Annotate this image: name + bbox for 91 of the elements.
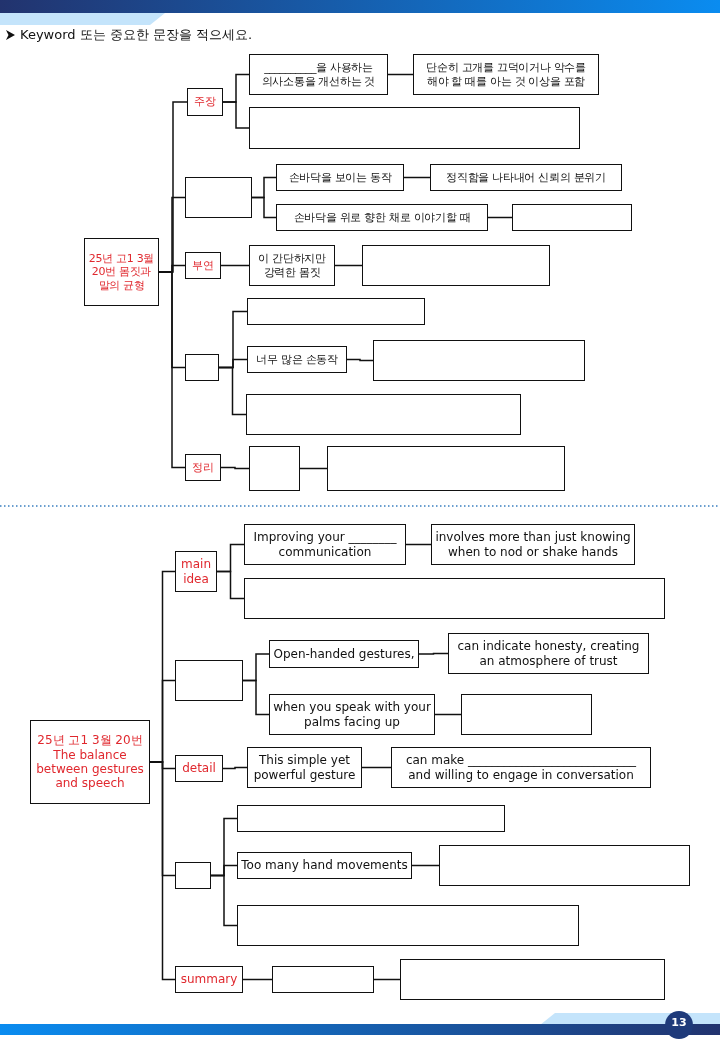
box-text: 주장 bbox=[193, 95, 217, 109]
category-box bbox=[175, 755, 223, 782]
text-box bbox=[247, 346, 347, 373]
box-text: can make ____________________________ and willing to engage in conversation bbox=[404, 753, 638, 782]
connector-line bbox=[411, 864, 440, 867]
category-box bbox=[175, 551, 217, 592]
topic-box bbox=[30, 720, 150, 804]
connector-line bbox=[210, 874, 238, 927]
box-text: 이 간단하지만 강력한 몸짓 bbox=[257, 252, 327, 279]
connector-line bbox=[434, 713, 462, 716]
box-text: can indicate honesty, creating an atmosphere of trust bbox=[456, 639, 641, 668]
text-box bbox=[276, 164, 404, 191]
connector-line bbox=[251, 196, 277, 219]
connector-line bbox=[149, 761, 176, 981]
text-box bbox=[276, 204, 488, 231]
box-text: main idea bbox=[180, 557, 212, 586]
box-text: involves more than just knowing when to nod or shake hands bbox=[434, 530, 632, 559]
answer-box bbox=[439, 845, 690, 886]
box-text: detail bbox=[181, 761, 217, 776]
connector-line bbox=[403, 176, 431, 179]
text-box bbox=[269, 640, 419, 668]
box-text: Too many hand movements bbox=[240, 858, 409, 873]
connector-line bbox=[387, 73, 414, 76]
connector-line bbox=[418, 652, 449, 655]
box-text: 단순히 고개를 끄덕이거나 악수를 해야 할 때를 아는 것 이상을 포함 bbox=[425, 61, 587, 88]
answer-box bbox=[249, 446, 300, 491]
instruction-text: Keyword 또는 중요한 문장을 적으세요. bbox=[20, 26, 253, 44]
text-box bbox=[431, 524, 635, 565]
connector-line bbox=[158, 271, 186, 469]
answer-box bbox=[237, 905, 579, 946]
text-box bbox=[391, 747, 651, 788]
answer-box bbox=[185, 177, 252, 218]
category-box bbox=[185, 252, 221, 279]
connector-line bbox=[220, 264, 250, 267]
connector-line bbox=[222, 101, 250, 129]
connector-line bbox=[334, 264, 363, 267]
box-text: 25년 고1 3월 20번 몸짓과 말의 균형 bbox=[87, 252, 156, 292]
text-box bbox=[247, 747, 362, 788]
answer-box bbox=[272, 966, 374, 993]
answer-box bbox=[185, 354, 219, 381]
answer-box bbox=[400, 959, 665, 1000]
connector-line bbox=[218, 366, 247, 416]
answer-box bbox=[175, 862, 211, 889]
connector-line bbox=[346, 358, 374, 362]
text-box bbox=[448, 633, 649, 674]
answer-box bbox=[362, 245, 550, 286]
box-text: Improving your ________ communication bbox=[252, 530, 398, 559]
box-text: This simple yet powerful gesture bbox=[252, 753, 357, 782]
box-text: 너무 많은 손동작 bbox=[255, 352, 339, 367]
topic-box bbox=[84, 238, 159, 306]
text-box bbox=[430, 164, 622, 191]
text-box bbox=[413, 54, 599, 95]
answer-box bbox=[373, 340, 585, 381]
text-box bbox=[249, 245, 335, 286]
answer-box bbox=[461, 694, 592, 735]
text-box bbox=[244, 524, 406, 565]
box-text: when you speak with your palms facing up bbox=[272, 700, 432, 729]
category-box bbox=[185, 454, 221, 481]
answer-box bbox=[246, 394, 521, 435]
text-box bbox=[249, 54, 388, 95]
page-number: 13 bbox=[670, 1016, 688, 1029]
connector-line bbox=[373, 978, 401, 981]
box-text: 손바닥을 보이는 동작 bbox=[287, 170, 393, 185]
answer-box bbox=[512, 204, 632, 231]
connector-line bbox=[220, 466, 250, 470]
connector-line bbox=[405, 543, 432, 546]
answer-box bbox=[327, 446, 565, 491]
category-box bbox=[175, 966, 243, 993]
connector-line bbox=[299, 467, 328, 470]
category-box bbox=[187, 88, 223, 116]
answer-box bbox=[175, 660, 243, 701]
answer-box bbox=[249, 107, 580, 149]
box-text: 부연 bbox=[191, 258, 215, 273]
answer-box bbox=[247, 298, 425, 325]
connector-line bbox=[361, 766, 392, 769]
box-text: 25년 고1 3월 20번 The balance between gestures and speech bbox=[35, 733, 145, 791]
box-text: 정직함을 나타내어 신뢰의 분위기 bbox=[445, 170, 607, 185]
box-text: __________을 사용하는 의사소통을 개선하는 것 bbox=[260, 61, 377, 88]
text-box bbox=[237, 852, 412, 879]
connector-line bbox=[216, 570, 245, 600]
connector-line bbox=[242, 978, 273, 981]
box-text: Open-handed gestures, bbox=[272, 646, 416, 662]
box-text: 정리 bbox=[191, 460, 215, 475]
connector-line bbox=[242, 679, 270, 716]
connector-line bbox=[222, 766, 248, 770]
answer-box bbox=[237, 805, 505, 832]
box-text: 손바닥을 위로 향한 채로 이야기할 때 bbox=[292, 210, 472, 225]
text-box bbox=[269, 694, 435, 735]
box-text: summary bbox=[179, 972, 239, 987]
connector-line bbox=[487, 216, 513, 219]
answer-box bbox=[244, 578, 665, 619]
